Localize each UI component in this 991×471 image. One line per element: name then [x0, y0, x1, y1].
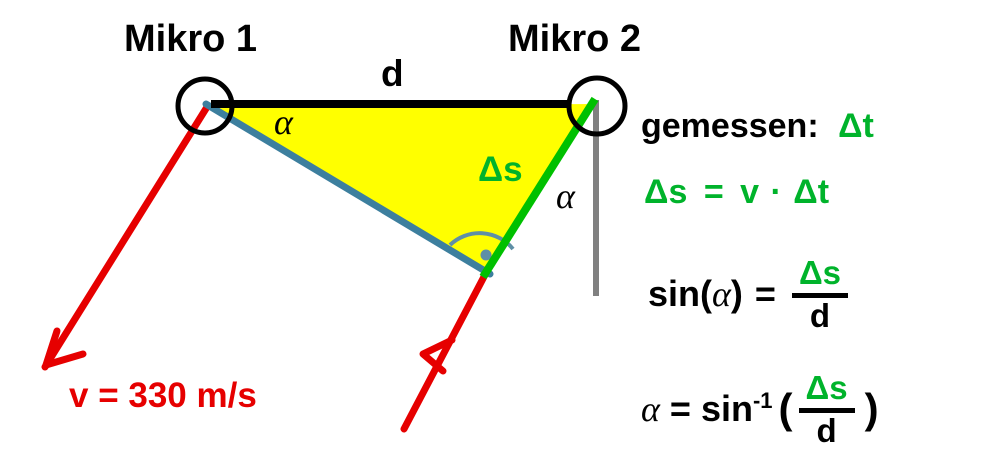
sound-ray-1 — [41, 103, 211, 371]
mikro1-circle — [175, 76, 235, 136]
inverse-equals: = — [669, 387, 691, 429]
delta-s-multiply-dot: · — [770, 173, 782, 211]
sound-ray-2 — [400, 267, 491, 433]
inverse-sine-equation: α = sin-1 ( Δs d ) — [641, 370, 879, 447]
inverse-fraction-denominator: d — [816, 411, 837, 449]
sin-equals: = — [754, 272, 776, 314]
triangle-fill — [210, 104, 596, 275]
inverse-exponent: -1 — [752, 387, 773, 413]
sin-alpha-argument: α — [712, 273, 731, 314]
delta-s-equals: = — [703, 173, 724, 211]
alpha-angle-label-mikro1: α — [274, 102, 293, 142]
delta-s-label: Δs — [478, 150, 523, 189]
sin-function-name: sin( — [648, 272, 713, 314]
sin-fraction-denominator: d — [809, 296, 831, 334]
inverse-alpha-lhs: α — [641, 388, 660, 429]
sin-fraction-bar — [791, 292, 849, 298]
formula-column: gemessen: Δt Δs = v · Δt sin(α) = Δs d α… — [641, 100, 991, 471]
inverse-close-paren: ) — [864, 384, 879, 432]
measured-label: gemessen: — [641, 107, 819, 145]
inverse-fraction: Δs d — [798, 369, 855, 449]
inverse-fraction-bar — [798, 407, 855, 413]
hypotenuse-line — [202, 100, 494, 278]
measured-quantity-line: gemessen: Δt — [641, 107, 874, 146]
sin-close-paren: ) — [730, 272, 743, 314]
mikro2-circle — [566, 75, 628, 137]
sine-equation: sin(α) = Δs d — [648, 255, 854, 332]
delta-s-line — [479, 96, 599, 280]
delta-s-lhs: Δs — [644, 173, 688, 211]
delta-s-delta-t: Δt — [793, 173, 830, 211]
sound-speed-label: v = 330 m/s — [69, 376, 257, 415]
alpha-angle-label-mikro2: α — [556, 176, 575, 216]
mikro-2-label: Mikro 2 — [508, 18, 642, 60]
measured-delta-t: Δt — [838, 107, 874, 145]
inverse-sin-name: sin — [700, 387, 753, 429]
sin-fraction-numerator: Δs — [798, 254, 842, 291]
mikro-1-label: Mikro 1 — [124, 18, 258, 60]
distance-d-label: d — [381, 53, 404, 94]
sin-fraction: Δs d — [791, 254, 849, 334]
inverse-open-paren: ( — [778, 384, 793, 432]
inverse-fraction-numerator: Δs — [805, 369, 848, 406]
delta-s-equation: Δs = v · Δt — [644, 173, 829, 212]
delta-s-velocity: v — [740, 173, 760, 211]
